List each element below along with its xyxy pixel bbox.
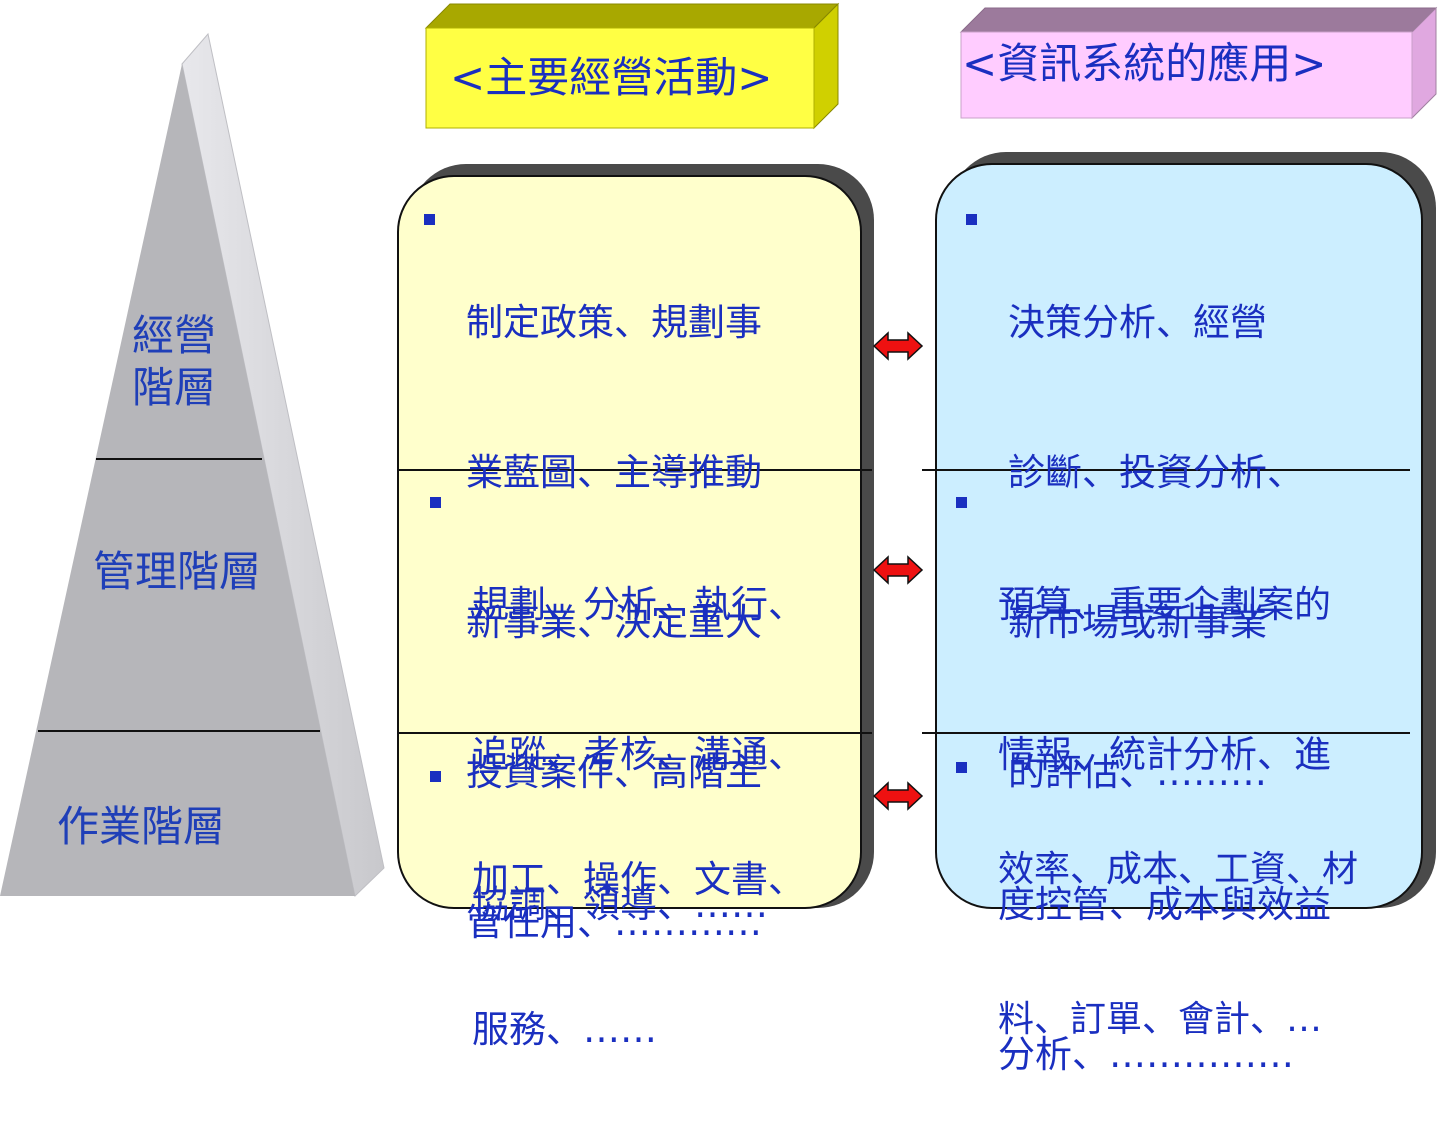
header-activities-box <box>424 2 840 130</box>
item-line: 服務、…… <box>472 1008 657 1051</box>
pyramid <box>0 32 385 897</box>
applications-item-operational: 效率、成本、工資、材 料、訂單、會計、… <box>998 745 1358 1095</box>
bullet-icon <box>430 771 441 782</box>
pyramid-level-management-label: 管理階層 <box>72 546 282 598</box>
item-line: 效率、成本、工資、材 <box>998 849 1359 890</box>
pyramid-level-operational-label: 作業階層 <box>36 801 246 853</box>
bullet-icon <box>424 214 435 225</box>
applications-panel <box>922 152 1436 909</box>
double-arrow-2 <box>872 555 924 585</box>
double-arrow-1 <box>872 331 924 361</box>
item-line: 業藍圖、主導推動 <box>466 451 762 494</box>
pyramid-level-executive-label: 經營 階層 <box>120 310 228 414</box>
label-line: 管理階層 <box>92 547 261 596</box>
item-line: 制定政策、規劃事 <box>466 301 762 344</box>
item-line: 的評估、……… <box>1008 751 1267 794</box>
item-line: 度控管、成本與效益 <box>998 883 1331 926</box>
bullet-icon <box>966 214 977 225</box>
header-applications-box <box>959 6 1438 120</box>
item-line: 規劃、分析、執行、 <box>472 583 805 626</box>
pyramid-front-face <box>0 64 355 896</box>
header-activities-title: <主要經營活動> <box>450 53 773 102</box>
item-line: 診斷、投資分析、 <box>1008 451 1304 494</box>
item-line: 決策分析、經營 <box>1008 301 1267 344</box>
item-line: 加工、操作、文書、 <box>472 858 805 901</box>
item-line: 情報、統計分析、進 <box>998 733 1331 776</box>
double-arrow-3 <box>872 781 924 811</box>
label-line: 作業階層 <box>56 802 225 851</box>
diagram-shapes <box>0 2 1438 909</box>
bullet-icon <box>430 497 441 508</box>
item-line: 新事業、決定重大 <box>466 601 762 644</box>
item-line: 追蹤、考核、溝通、 <box>472 733 805 776</box>
bullet-icon <box>956 497 967 508</box>
applications-item-executive: 決策分析、經營 診斷、投資分析、 新市場或新事業 的評估、……… <box>1008 198 1304 848</box>
activities-item-operational: 加工、操作、文書、 服務、…… <box>472 755 805 1105</box>
item-line: 投資案件、高階主 <box>466 751 762 794</box>
label-line: 經營 <box>131 311 216 360</box>
activities-panel <box>397 164 874 909</box>
bullet-icon <box>956 762 967 773</box>
item-line: 預算、重要企劃案的 <box>998 583 1331 626</box>
item-line: 新市場或新事業 <box>1008 601 1267 644</box>
item-line: 料、訂單、會計、… <box>998 999 1323 1040</box>
pyramid-side-face <box>181 32 385 897</box>
activities-item-management: 規劃、分析、執行、 追蹤、考核、溝通、 協調、領導、…… <box>472 480 805 980</box>
label-line: 階層 <box>131 363 216 412</box>
item-line: 協調、領導、…… <box>472 883 768 926</box>
header-applications-title: <資訊系統的應用> <box>962 39 1327 88</box>
